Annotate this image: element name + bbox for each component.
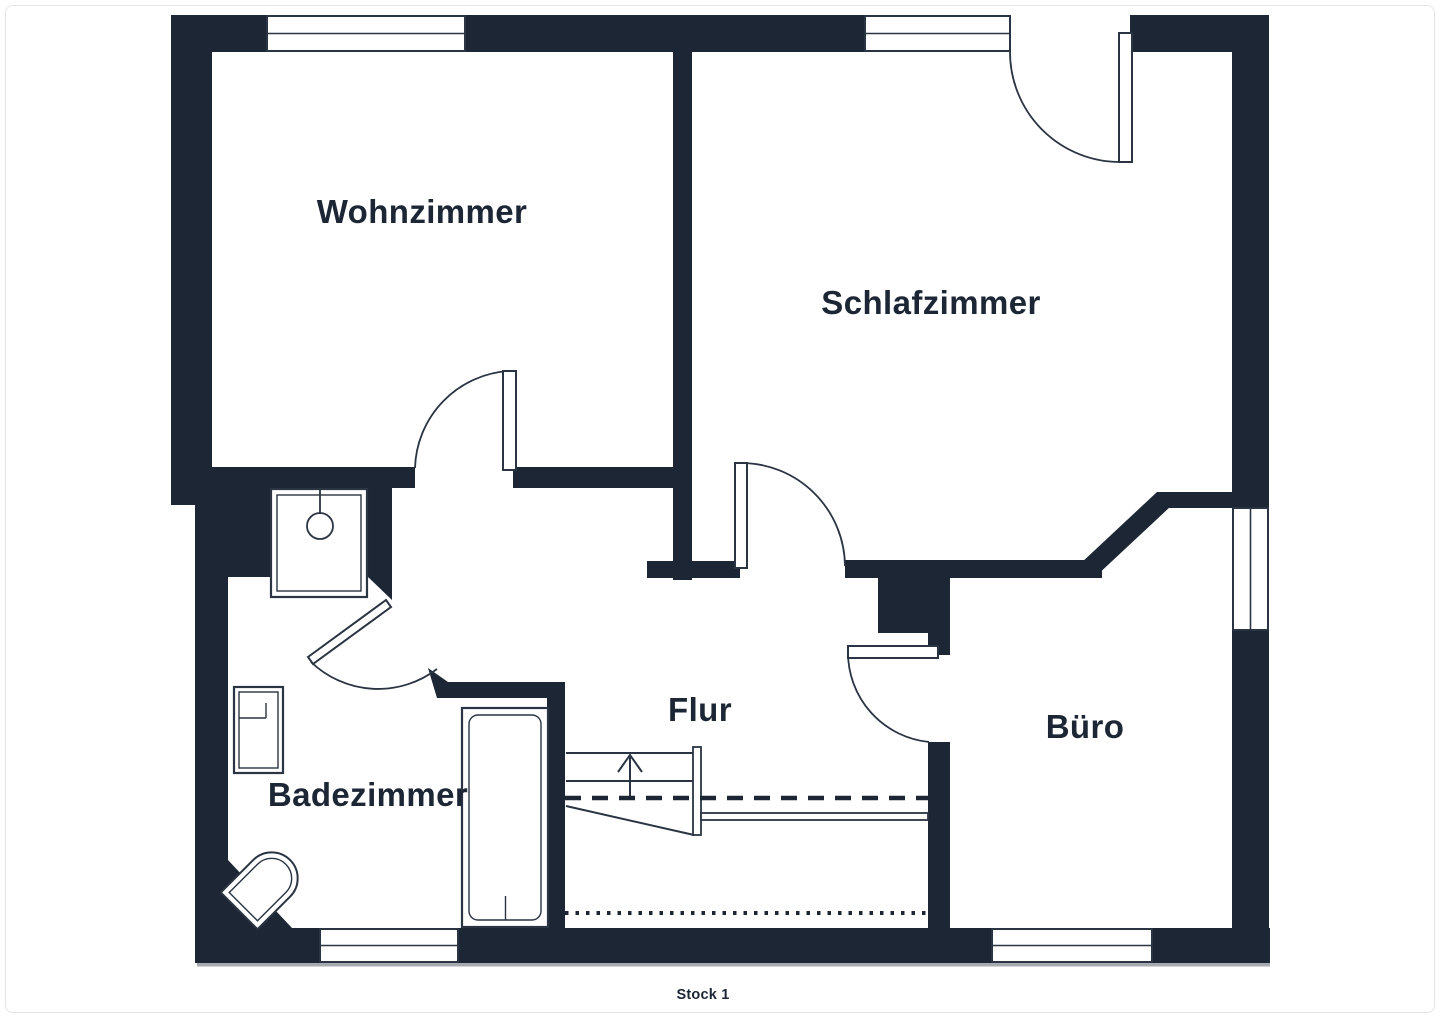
plan-shadow	[197, 963, 1270, 967]
stair-railing	[700, 812, 929, 821]
window-badezimmer-bottom	[319, 928, 459, 963]
windows	[266, 15, 1269, 963]
stairs-direction-arrow	[617, 753, 643, 799]
toilet	[219, 851, 299, 931]
door-wohnzimmer	[414, 370, 517, 471]
bathroom-fixtures	[219, 487, 550, 931]
sink	[232, 685, 285, 775]
room-label-schlafzimmer: Schlafzimmer	[821, 284, 1041, 321]
door-schlafzimmer-flur	[734, 462, 846, 569]
bathtub	[460, 706, 550, 929]
window-wohnzimmer-top	[266, 15, 466, 52]
window-buero-right	[1232, 507, 1269, 631]
interior-walls	[195, 52, 1232, 930]
door-schlafzimmer-top	[1009, 32, 1133, 163]
stair-stringer	[692, 746, 702, 836]
shower	[269, 487, 369, 599]
stairs	[565, 746, 929, 915]
door-badezimmer	[306, 598, 438, 690]
room-label-badezimmer: Badezimmer	[267, 776, 469, 813]
floor-label: Stock 1	[676, 987, 730, 1003]
room-label-buero: Büro	[1045, 708, 1125, 745]
window-buero-bottom	[991, 928, 1153, 963]
window-schlafzimmer-top	[864, 15, 1011, 52]
doors	[306, 32, 1133, 743]
door-buero	[847, 645, 939, 743]
room-label-wohnzimmer: Wohnzimmer	[316, 193, 528, 230]
room-label-flur: Flur	[668, 691, 732, 728]
